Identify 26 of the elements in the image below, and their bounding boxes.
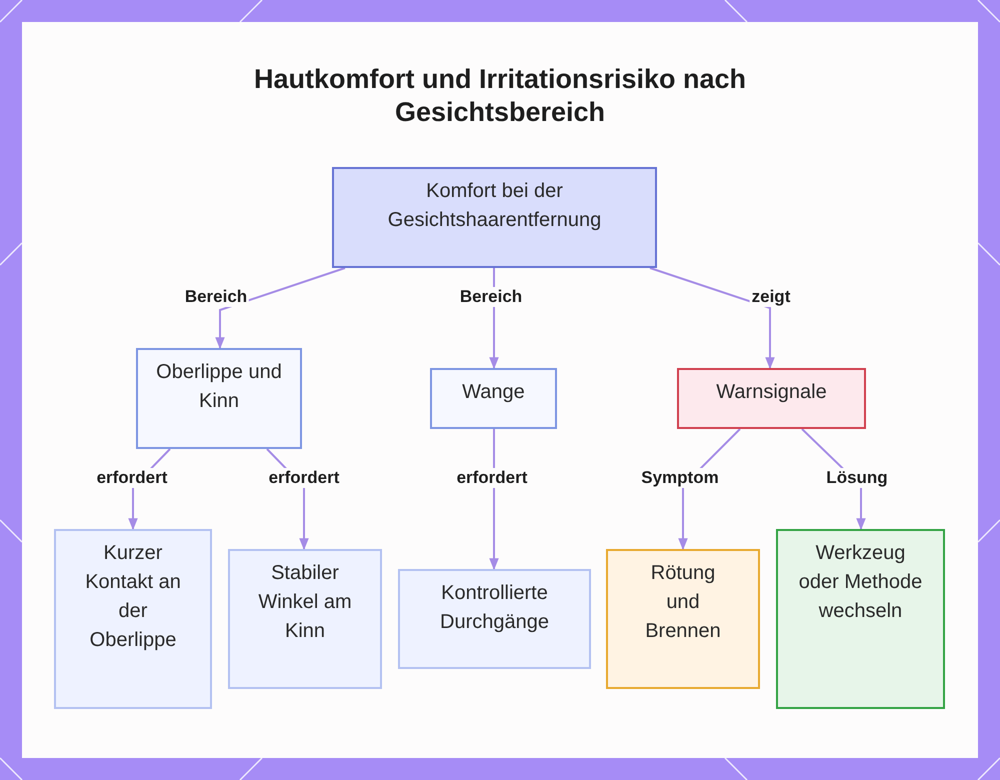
node-text: Warnsignale xyxy=(716,380,827,405)
concept-box xyxy=(398,569,591,669)
edge-label: erfordert xyxy=(94,468,170,488)
node-text: Rötung und Brennen xyxy=(644,561,722,644)
node-text: Werkzeug oder Methode wechseln xyxy=(798,541,924,624)
concept-box xyxy=(677,368,866,429)
concept-box xyxy=(776,529,945,709)
concept-box xyxy=(332,167,657,268)
concept-box xyxy=(136,348,302,449)
concept-box xyxy=(54,529,212,709)
edge-label: zeigt xyxy=(750,287,792,307)
edge-label: erfordert xyxy=(266,468,342,488)
diagram-title: Hautkomfort und Irritationsrisiko nach Gesichtsbereich xyxy=(252,63,748,129)
node-text: Kontrollierte Durchgänge xyxy=(439,581,550,635)
edge-label: erfordert xyxy=(454,468,530,488)
concept-box xyxy=(430,368,557,429)
node-text: Wange xyxy=(462,380,525,405)
node-text: Oberlippe und Kinn xyxy=(155,360,283,414)
arrow xyxy=(650,267,775,370)
node-text: Stabiler Winkel am Kinn xyxy=(257,561,353,644)
concept-box xyxy=(606,549,760,689)
node-text: Kurzer Kontakt an der Oberlippe xyxy=(84,541,182,653)
node-text: Komfort bei der Gesichtshaarentfernung xyxy=(386,179,602,233)
concept-box xyxy=(228,549,382,689)
arrow xyxy=(215,267,346,350)
edge-label: Symptom xyxy=(639,468,721,488)
